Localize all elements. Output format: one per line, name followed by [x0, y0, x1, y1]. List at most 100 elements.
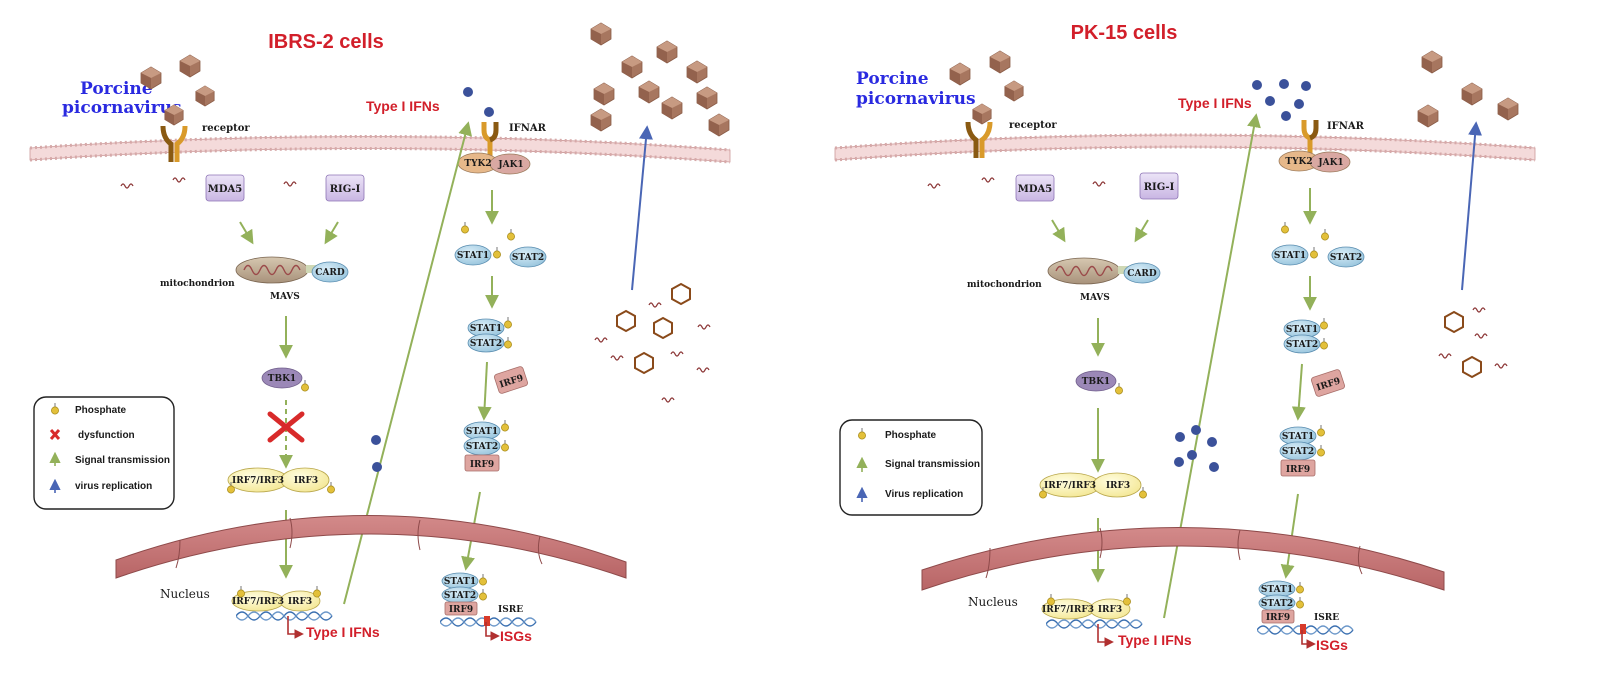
ifnar-label: IFNAR [1327, 121, 1365, 132]
ifn-molecule-cluster [1174, 425, 1219, 472]
phosphate-icon [478, 574, 488, 586]
transcription-arrow [287, 616, 304, 639]
jak1-label: JAK1 [497, 160, 523, 170]
rigi-label: RIG-I [1144, 182, 1175, 193]
capsid-icon [1444, 310, 1464, 334]
ifn-molecule [1279, 79, 1289, 89]
mda5-node [205, 174, 245, 202]
irf9-node: IRF9 [1311, 369, 1345, 397]
irf3-node [280, 467, 330, 493]
virion-icon [708, 113, 730, 137]
irf3-label: IRF3 [1106, 481, 1130, 491]
rna-icon [927, 183, 941, 189]
phosphate-icon [1280, 222, 1290, 234]
phosphate-icon [1138, 487, 1148, 499]
irf3-label: IRF3 [1098, 605, 1122, 615]
jak1-node [489, 153, 531, 175]
phosphate-icon [1114, 383, 1124, 395]
irf9-node [444, 601, 478, 616]
nuclear-envelope [115, 515, 627, 579]
ifn-molecule [1265, 96, 1275, 106]
irf9-node [1280, 459, 1316, 477]
isre-label: ISRE [1314, 613, 1339, 623]
stat1-label: STAT1 [466, 427, 498, 437]
virion-icon [1497, 97, 1519, 121]
ifn-molecule [1209, 462, 1219, 472]
stat2-node [509, 246, 547, 268]
virion-group [949, 50, 1519, 128]
virus-label-line1: Porcine [856, 69, 929, 89]
ifnar-receptor-icon [481, 122, 499, 162]
signal-arrow [324, 221, 339, 245]
rna-icon [648, 302, 662, 308]
dna-icon [1046, 619, 1143, 629]
rna-icon [697, 324, 711, 330]
virion-group [140, 22, 730, 137]
transcription-arrow [1097, 624, 1114, 647]
stat2-label: STAT2 [444, 591, 476, 601]
capsid-icon [1462, 355, 1482, 379]
irf7-irf3-label: IRF7/IRF3 [1042, 605, 1094, 615]
rna-icon [172, 177, 186, 183]
irf9-label: IRF9 [1286, 465, 1310, 475]
card-node [311, 261, 349, 283]
legend-phosphate-label: Phosphate [75, 405, 127, 416]
receptor-icon [160, 125, 188, 162]
virion-icon [656, 40, 678, 64]
virion-icon [638, 80, 660, 104]
irf9-label: IRF9 [1266, 613, 1290, 623]
mavs-linker [306, 265, 318, 273]
ifn-molecule [372, 462, 382, 472]
nucleus-label: Nucleus [160, 587, 210, 601]
virion-icon [1417, 104, 1439, 128]
capsid-icon [671, 282, 691, 306]
dysfunction-icon [267, 411, 305, 443]
ifns-top-label: Type I IFNs [366, 98, 440, 114]
receptor-icon [965, 121, 993, 158]
signal-arrow [1134, 219, 1149, 243]
ifn-molecule [1174, 457, 1184, 467]
stat2-label: STAT2 [470, 339, 502, 349]
legend: Phosphate Signal transmission Virus repl… [839, 419, 983, 516]
stat1-label: STAT1 [457, 251, 489, 261]
nuclear-envelope [921, 527, 1445, 591]
ifn-molecule-cluster [1252, 79, 1311, 121]
signal-arrow [477, 361, 492, 421]
cell-membrane [834, 133, 1536, 162]
ifn-molecule [1207, 437, 1217, 447]
stat2-label: STAT2 [1330, 253, 1362, 263]
jak1-node [1309, 151, 1351, 173]
legend-phosphate-label: Phosphate [885, 430, 937, 441]
mavs-label: MAVS [1080, 293, 1110, 303]
isgs-label: ISGs [500, 628, 532, 644]
rna-icon [696, 367, 710, 373]
panel-title: IBRS-2 cells [268, 31, 384, 53]
transcription-arrow [1301, 630, 1316, 649]
ifn-molecule [371, 435, 381, 445]
mda5-node [1015, 174, 1055, 202]
stat1-label: STAT1 [1274, 251, 1306, 261]
phosphate-icon [326, 482, 336, 494]
card-node [1123, 262, 1161, 284]
capsid-icon [634, 351, 654, 375]
phosphate-icon [492, 247, 502, 259]
virion-icon [949, 62, 971, 86]
phosphate-icon [1316, 445, 1326, 457]
irf7-irf3-label: IRF7/IRF3 [1044, 481, 1096, 491]
signal-arrow [1280, 493, 1299, 579]
ifns-top-label: Type I IFNs [1178, 95, 1252, 111]
rna-icon [1494, 363, 1508, 369]
stat2-label: STAT2 [1282, 447, 1314, 457]
mda5-label: MDA5 [1018, 184, 1053, 195]
virus-label-line1: Porcine [80, 79, 153, 99]
rna-icon [1472, 307, 1486, 313]
ifnar-receptor-icon [1301, 120, 1319, 160]
mda5-label: MDA5 [208, 184, 243, 195]
phosphate-icon [1319, 338, 1329, 350]
isgs-label: ISGs [1316, 637, 1348, 653]
virion-icon [621, 55, 643, 79]
card-label: CARD [1127, 269, 1157, 279]
receptor-label: receptor [202, 123, 250, 134]
virion-icon [696, 86, 718, 110]
